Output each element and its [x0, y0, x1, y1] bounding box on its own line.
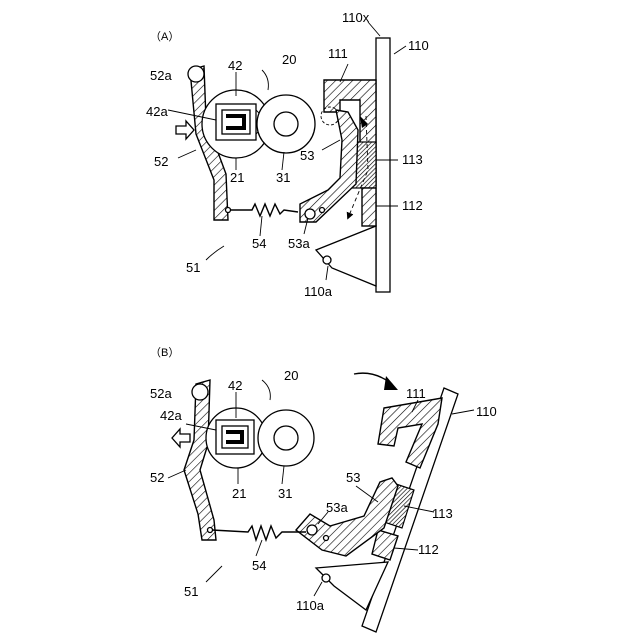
- label-31: 31: [276, 170, 290, 185]
- leader-110a: [326, 266, 328, 280]
- arm-pin-small-b: [324, 536, 329, 541]
- panel-a: （A）: [146, 10, 429, 299]
- lever-pin-52a: [188, 66, 204, 82]
- label-110: 110: [408, 38, 429, 53]
- leader-53: [322, 140, 340, 150]
- label-112: 112: [402, 198, 423, 213]
- cartridge-42-inner-b: [222, 426, 248, 448]
- label-42a-b: 42a: [160, 408, 182, 423]
- label-113: 113: [402, 152, 423, 167]
- leader-52: [178, 150, 196, 158]
- panel-b-tag: （B）: [150, 346, 179, 359]
- label-53a: 53a: [288, 236, 310, 251]
- label-112-b: 112: [418, 542, 439, 557]
- label-20-b: 20: [284, 368, 298, 383]
- label-42: 42: [228, 58, 242, 73]
- leader-54: [260, 216, 262, 236]
- push-arrow-icon: [176, 121, 194, 139]
- leader-52-b: [168, 470, 186, 478]
- roller-31-core-b: [274, 426, 298, 450]
- pivot-hole-tilted: [322, 574, 330, 582]
- label-52-b: 52: [150, 470, 164, 485]
- label-110a-b: 110a: [296, 598, 325, 613]
- leader-51-b: [206, 566, 222, 582]
- spring-54: [230, 204, 298, 216]
- label-113-b: 113: [432, 506, 453, 521]
- label-52a: 52a: [150, 68, 172, 83]
- leader-110a-b: [314, 582, 322, 596]
- rotation-arrow-head: [384, 376, 398, 390]
- label-111: 111: [328, 46, 348, 61]
- label-110-b: 110: [476, 404, 497, 419]
- label-53: 53: [300, 148, 314, 163]
- leader-20: [262, 70, 268, 90]
- leader-31-b: [282, 466, 284, 484]
- label-54: 54: [252, 236, 266, 251]
- label-53-b: 53: [346, 470, 360, 485]
- panel-a-tag: （A）: [150, 30, 179, 43]
- panel-b: （B）: [150, 346, 497, 632]
- pivot-hole: [323, 256, 331, 264]
- block-112: [362, 188, 376, 226]
- label-42a: 42a: [146, 104, 168, 119]
- leader-110: [394, 46, 406, 54]
- label-31-b: 31: [278, 486, 292, 501]
- lever-spring-hook-b: [208, 528, 213, 533]
- arm-pin-53a: [305, 209, 315, 219]
- roller-31-core: [274, 112, 298, 136]
- label-111-b: 111: [406, 386, 426, 401]
- label-51-b: 51: [184, 584, 198, 599]
- label-21-b: 21: [232, 486, 246, 501]
- leader-110x: [368, 22, 380, 36]
- leader-31: [282, 152, 284, 170]
- label-52a-b: 52a: [150, 386, 172, 401]
- frame-plate: [376, 38, 390, 292]
- lever-spring-hook: [226, 208, 231, 213]
- label-110x: 110x: [342, 10, 370, 25]
- label-54-b: 54: [252, 558, 266, 573]
- label-110a: 110a: [304, 284, 333, 299]
- lever-pin-52a-b: [192, 384, 208, 400]
- leader-54-b: [256, 540, 262, 556]
- label-21: 21: [230, 170, 244, 185]
- label-20: 20: [282, 52, 296, 67]
- leader-20-b: [262, 380, 270, 400]
- lever-52-b: [184, 380, 216, 540]
- label-51: 51: [186, 260, 200, 275]
- spring-54-b: [212, 526, 306, 540]
- return-arrow-icon: [172, 429, 190, 447]
- leader-110-b: [452, 410, 474, 414]
- label-42-b: 42: [228, 378, 242, 393]
- label-52: 52: [154, 154, 168, 169]
- leader-51: [206, 246, 224, 260]
- arm-pin-small: [320, 208, 325, 213]
- label-53a-b: 53a: [326, 500, 348, 515]
- arm-pin-53a-b: [307, 525, 317, 535]
